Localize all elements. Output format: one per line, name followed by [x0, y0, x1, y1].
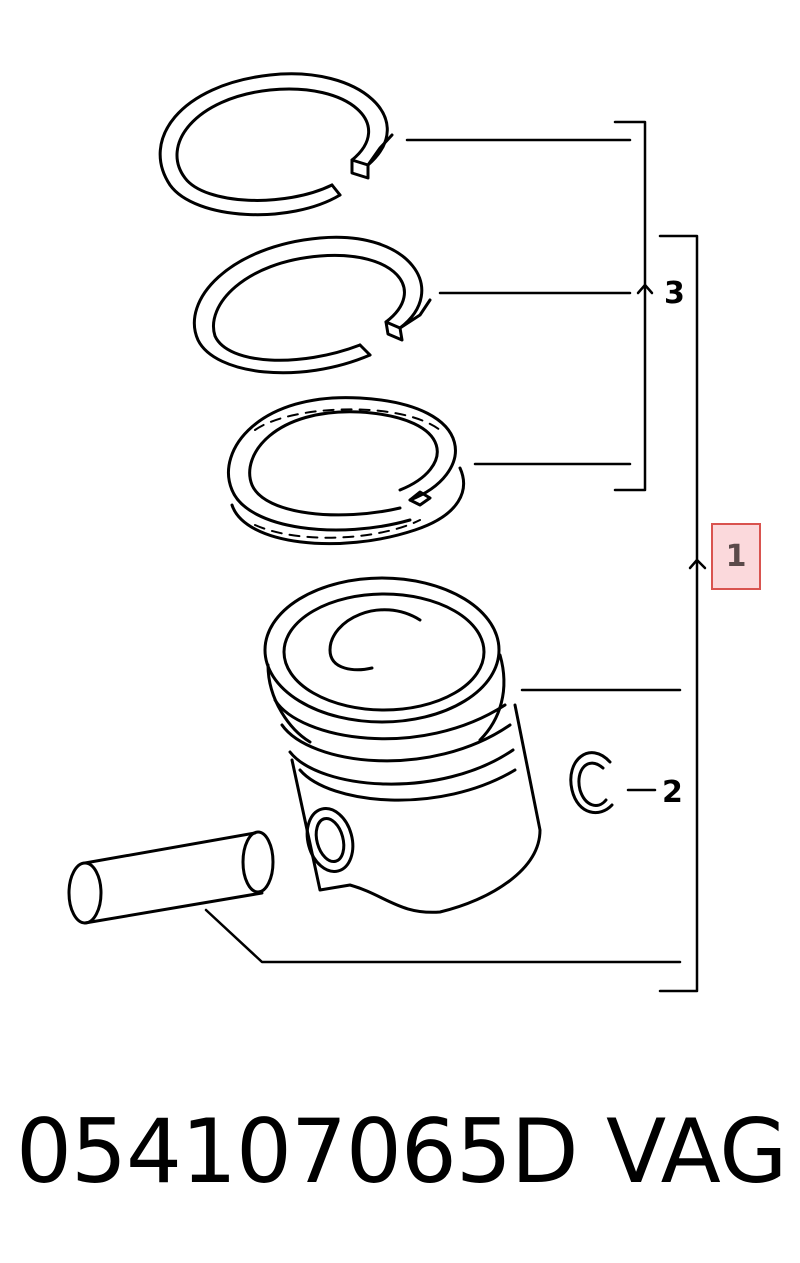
- second-compression-ring: [192, 235, 432, 375]
- leader-lines: [204, 120, 707, 993]
- callout-1-hotspot[interactable]: 1: [711, 523, 761, 590]
- piston: [263, 576, 542, 914]
- oil-control-ring: [226, 396, 465, 546]
- top-compression-ring: [158, 72, 394, 217]
- piston-pin: [67, 830, 275, 925]
- exploded-parts-diagram: 3 2: [67, 72, 707, 993]
- circlip: [569, 751, 614, 814]
- part-number: 054107065D: [16, 1100, 579, 1203]
- callout-3-label: 3: [664, 276, 685, 311]
- brand-label: VAG: [606, 1100, 788, 1203]
- callout-1-label: 1: [725, 539, 747, 574]
- callout-2-label: 2: [662, 775, 683, 810]
